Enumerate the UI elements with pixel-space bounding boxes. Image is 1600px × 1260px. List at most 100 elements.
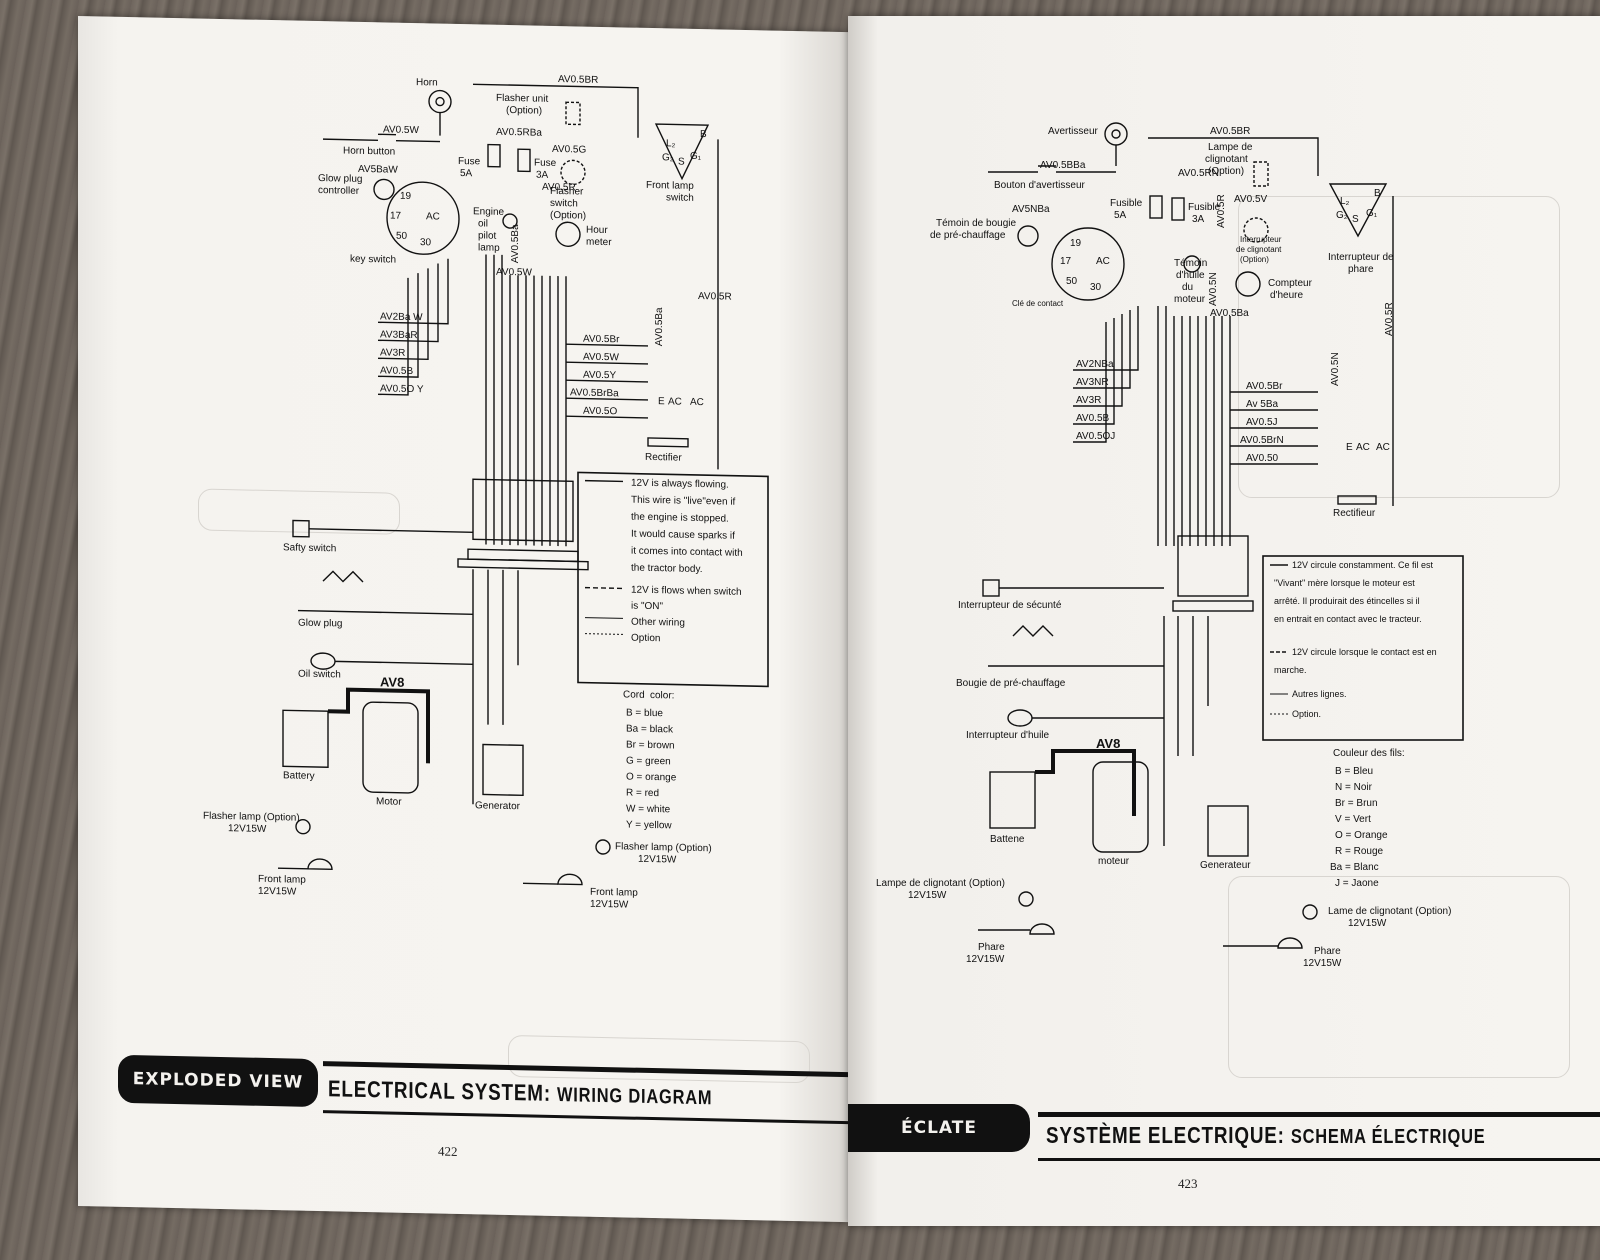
legend-solid-line-3: arrêté. Il produirait des étincelles si … — [1274, 596, 1420, 606]
terminal-50: 50 — [396, 231, 408, 242]
legend-solid-line-2: This wire is "live"even if — [631, 495, 736, 508]
glow-plug-indicator-icon — [1017, 225, 1039, 247]
flasher-switch-label-3: (Option) — [550, 210, 586, 222]
terminal-g1: G₁ — [690, 151, 702, 162]
wire-code: AV0.5BR — [1210, 126, 1250, 137]
glow-plug-icon — [322, 570, 364, 583]
oil-switch-icon — [310, 652, 336, 670]
terminal-b: B — [1374, 188, 1381, 199]
flasher-switch-icon — [1243, 217, 1269, 243]
terminal-17: 17 — [1060, 256, 1072, 267]
cord-color-item: R = red — [626, 787, 659, 799]
legend-solid-line-1: 12V circule constamment. Ce fil est — [1292, 560, 1434, 570]
wire-code: AV0.5R — [698, 291, 732, 303]
generator-icon — [1207, 805, 1249, 857]
horn-label: Horn — [416, 77, 438, 88]
legend-solid-line-4: It would cause sparks if — [631, 529, 735, 542]
cord-color-item: R = Rouge — [1335, 846, 1384, 857]
wire-code: AV0.5OJ — [1076, 431, 1115, 442]
wire-code: AV0.5RN — [1178, 168, 1219, 179]
flasher-lamp-left-label-2: 12V15W — [228, 823, 267, 835]
wire-code: AV0.5V — [1234, 194, 1267, 205]
footer-title-sub: SCHEMA ÉLECTRIQUE — [1290, 1126, 1486, 1148]
flasher-lamp-left-label-2: 12V15W — [908, 890, 947, 901]
legend-box — [577, 471, 769, 688]
cord-color-item: B = Bleu — [1335, 766, 1373, 777]
flasher-lamp-left-label-1: Lampe de clignotant (Option) — [876, 878, 1005, 889]
terminal-19: 19 — [400, 191, 412, 202]
key-switch-icon — [386, 181, 460, 255]
wire-code: AV0.5N — [1330, 352, 1341, 386]
wire-code: AV0.5O Y — [380, 383, 424, 395]
front-lamp-switch-icon — [654, 123, 710, 181]
front-lamp-left-label-2: 12V15W — [966, 954, 1005, 965]
terminal-ac-2: AC — [1356, 442, 1370, 453]
lamp-switch-label-2: phare — [1348, 264, 1374, 275]
legend-option: Option — [631, 633, 660, 645]
wire-code: AV0.5BBa — [1040, 160, 1086, 171]
terminal-ac-2: AC — [668, 396, 682, 407]
fuse-3a-rating: 3A — [1192, 214, 1205, 225]
cord-color-item: N = Noir — [1335, 782, 1373, 793]
wire-code: AV0.5BR — [558, 74, 598, 86]
lamp-switch-label-1: Interrupteur de — [1328, 252, 1394, 263]
wire-code: Av 5Ba — [1246, 399, 1278, 410]
terminal-50: 50 — [1066, 276, 1078, 287]
wiring-diagram-english: Horn Horn button Flasher unit (Option) F… — [203, 74, 769, 911]
flasher-lamp-right-icon — [1302, 904, 1318, 920]
flasher-lamp-left-icon — [295, 819, 311, 835]
wire-code: AV0.5G — [552, 144, 586, 156]
engine-oil-lamp-label-3: pilot — [478, 230, 497, 241]
key-switch-label: key switch — [350, 254, 396, 266]
front-lamp-left-label-1: Phare — [978, 942, 1005, 953]
motor-icon — [362, 701, 419, 794]
cord-color-item: Br = Brun — [1335, 798, 1378, 809]
terminal-ac: AC — [1096, 256, 1110, 267]
flasher-lamp-left-icon — [1018, 891, 1034, 907]
generator-icon — [482, 743, 524, 797]
left-page: Horn Horn button Flasher unit (Option) F… — [78, 16, 848, 1223]
wire-code: AV3R — [380, 347, 405, 359]
cord-color-item: Y = yellow — [626, 819, 672, 831]
front-lamp-switch-label-1: Front lamp — [646, 180, 694, 192]
wire-code: AV2NBa — [1076, 359, 1114, 370]
flasher-unit-label-2: clignotant — [1205, 154, 1248, 165]
flasher-switch-label-2: switch — [550, 198, 578, 210]
oil-indicator-icon — [1183, 255, 1201, 273]
hour-meter-label-1: Hour — [586, 225, 608, 236]
glow-plug-label: Bougie de pré-chauffage — [956, 678, 1066, 689]
front-lamp-right-label-2: 12V15W — [590, 899, 629, 911]
wire-code: AV0.5J — [1246, 417, 1278, 428]
front-lamp-left-icon — [307, 858, 333, 871]
cord-color-title: Couleur des fils: — [1333, 748, 1405, 759]
legend-dashed-line-1: 12V is flows when switch — [631, 585, 742, 598]
front-lamp-right-icon — [557, 873, 583, 886]
oil-switch-icon — [1007, 709, 1033, 727]
terminal-ac-3: AC — [1376, 442, 1390, 453]
flasher-switch-label-1: Interrupteur — [1240, 235, 1282, 244]
legend-dashed-line-1: 12V circule lorsque le contact est en — [1292, 647, 1437, 657]
front-lamp-left-icon — [1029, 923, 1055, 935]
glow-plug-controller-icon — [373, 178, 395, 201]
legend-solid-line-6: the tractor body. — [631, 563, 703, 575]
wire-code: AV3NR — [1076, 377, 1109, 388]
hour-meter-icon — [555, 221, 581, 247]
legend-solid-line-4: en entrait en contact avec le tracteur. — [1274, 614, 1422, 624]
terminal-s: S — [1352, 214, 1359, 225]
fuse-5a-rating: 5A — [1114, 210, 1127, 221]
wire-code: AV0.50 — [1246, 453, 1278, 464]
horn-label: Avertisseur — [1048, 126, 1099, 137]
generator-label: Generateur — [1200, 860, 1251, 871]
motor-label: moteur — [1098, 856, 1130, 867]
legend-other-wiring: Other wiring — [631, 617, 685, 629]
wire-code: AV5BaW — [358, 164, 398, 176]
wire-code: AV0.5B — [1076, 413, 1109, 424]
legend-dashed-line-2: marche. — [1274, 665, 1307, 675]
terminal-l2: L₂ — [1340, 196, 1350, 207]
battery-label: Battene — [990, 834, 1025, 845]
oil-switch-label: Oil switch — [298, 669, 341, 681]
wire-code: AV0.5W — [496, 267, 532, 279]
oil-indicator-label-4: moteur — [1174, 294, 1206, 305]
terminal-e: E — [658, 396, 665, 407]
motor-icon — [1092, 761, 1149, 853]
